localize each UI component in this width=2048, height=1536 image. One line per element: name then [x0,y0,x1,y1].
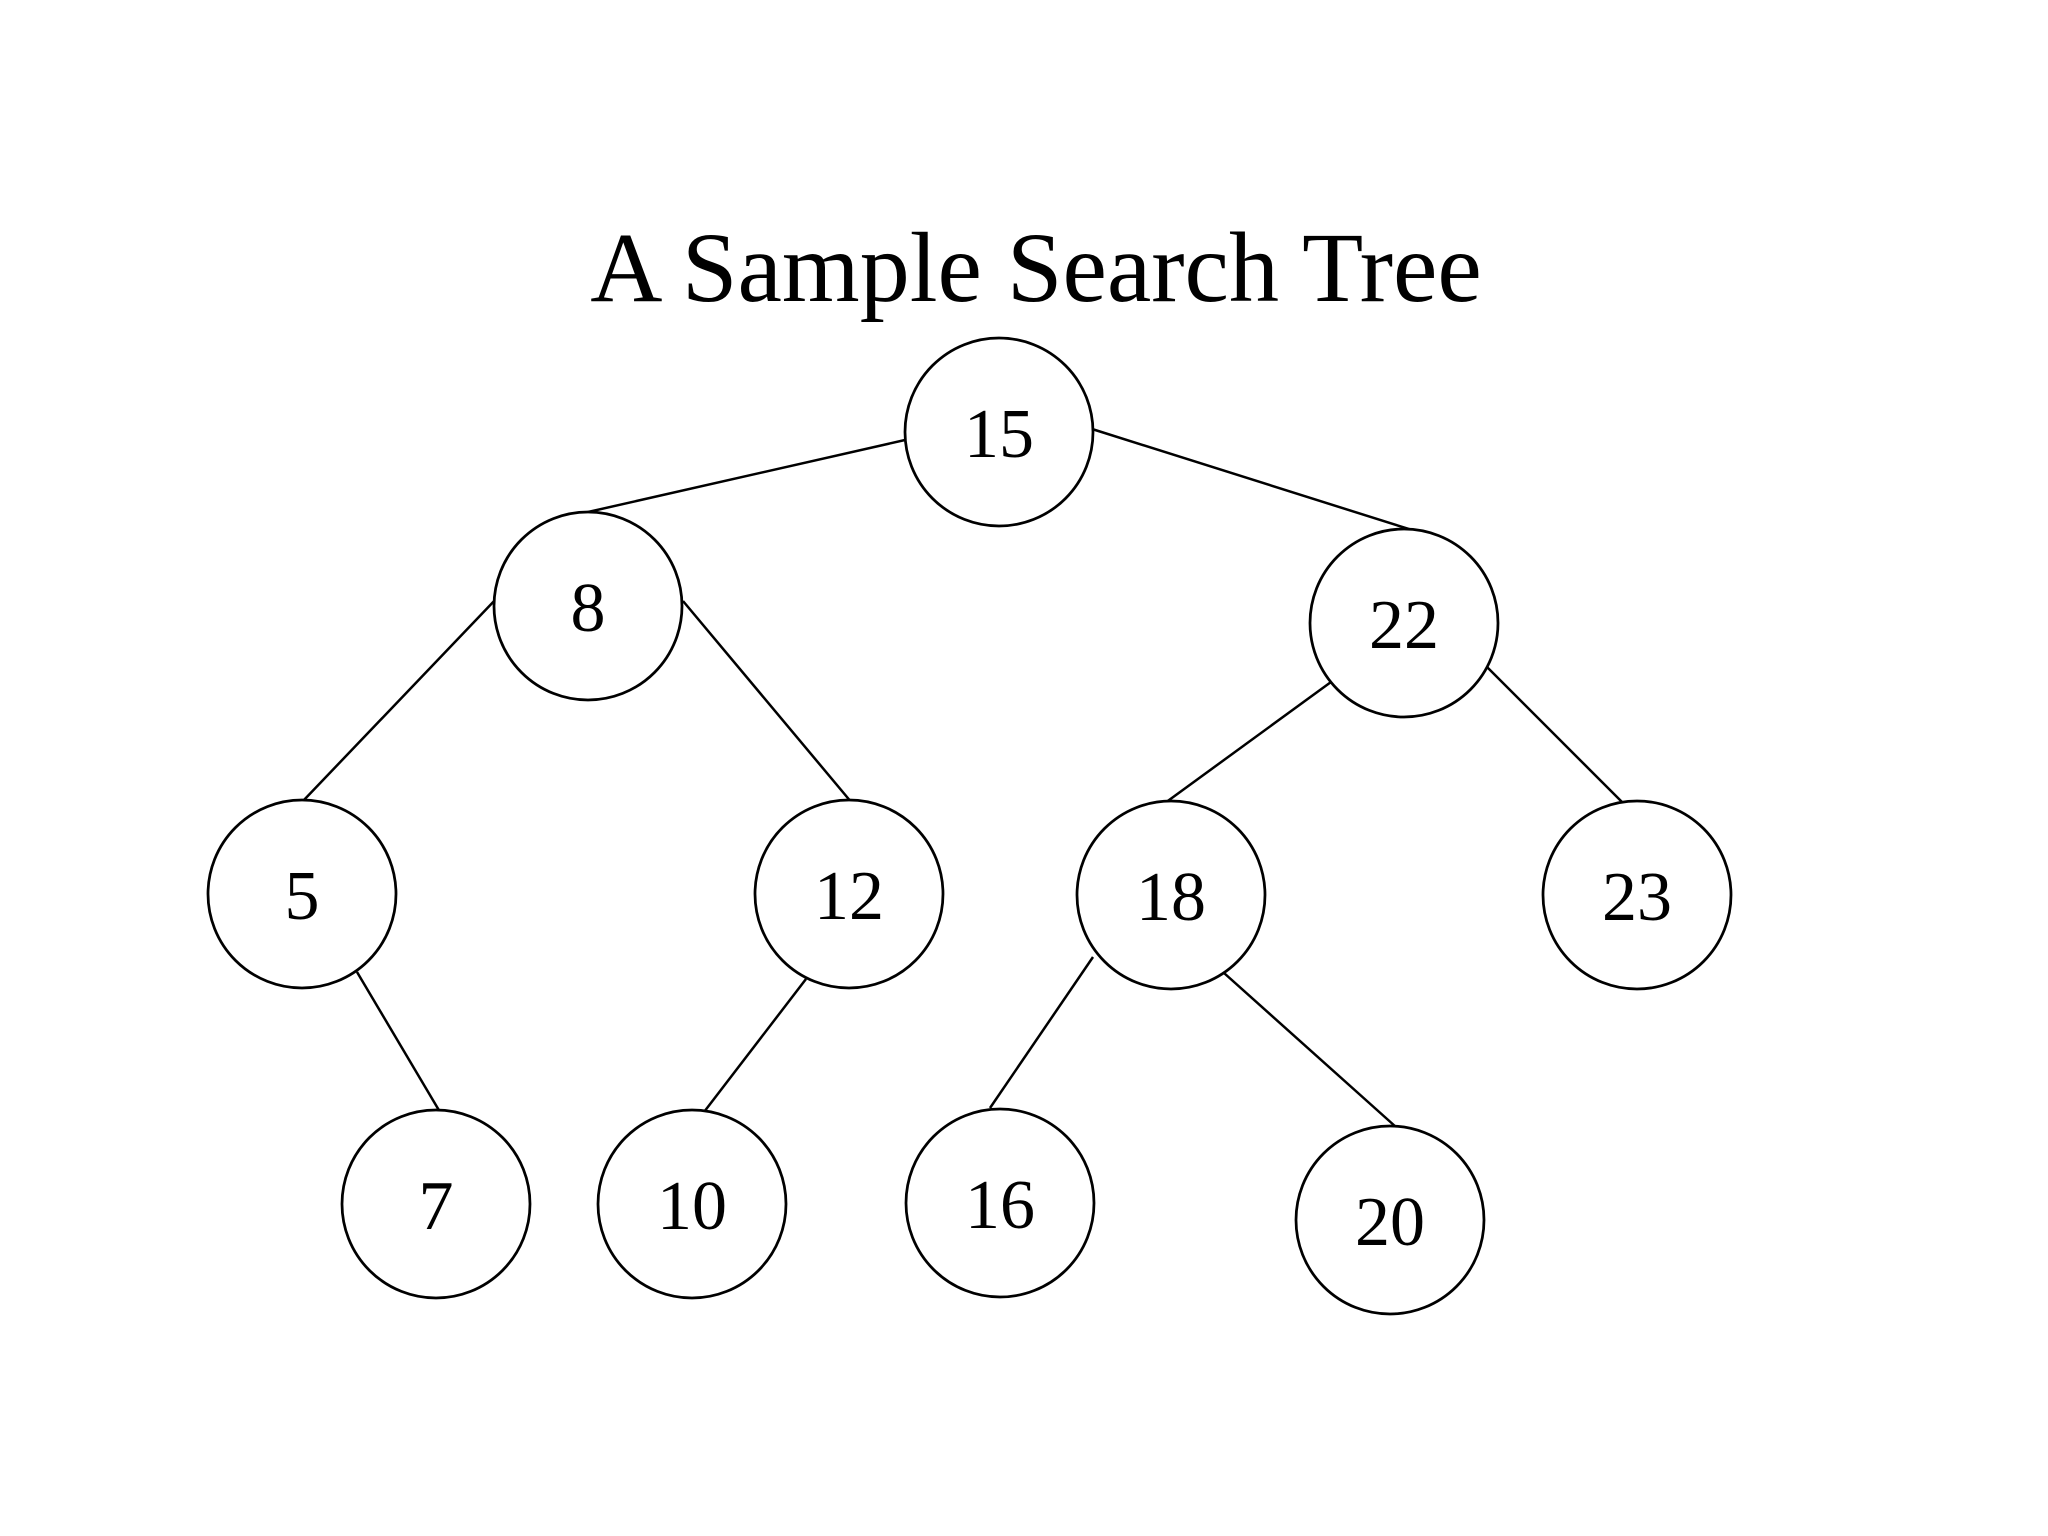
tree-node-10: 10 [596,1108,788,1300]
node-label-18: 18 [1136,859,1206,936]
tree-edges-layer [302,427,1623,1128]
tree-node-23: 23 [1541,799,1733,991]
tree-edge-8-5 [302,597,498,802]
tree-nodes-layer: 15 8 22 5 12 18 23 7 10 16 20 [206,336,1733,1316]
node-circle-16 [904,1107,1096,1299]
tree-edge-15-22 [1091,427,1413,532]
tree-node-18: 18 [1075,799,1267,991]
node-label-22: 22 [1369,587,1439,664]
tree-edge-22-18 [1164,680,1332,805]
tree-edge-12-10 [703,978,807,1113]
node-circle-12 [753,798,945,990]
node-label-16: 16 [965,1167,1035,1244]
tree-node-5: 5 [206,798,398,990]
node-circle-20 [1294,1124,1486,1316]
node-label-23: 23 [1602,859,1672,936]
tree-node-20: 20 [1294,1124,1486,1316]
node-circle-22 [1308,527,1500,719]
tree-edge-8-12 [682,600,853,804]
tree-edge-18-20 [1223,972,1397,1128]
node-label-20: 20 [1355,1184,1425,1261]
node-label-15: 15 [964,396,1034,473]
node-label-10: 10 [657,1168,727,1245]
tree-edge-5-7 [355,971,442,1113]
node-circle-23 [1541,799,1733,991]
node-label-5: 5 [285,858,320,935]
tree-node-16: 16 [904,1107,1096,1299]
node-circle-18 [1075,799,1267,991]
tree-edge-18-16 [988,956,1095,1109]
page-title: A Sample Search Tree [590,212,1482,323]
node-circle-10 [596,1108,788,1300]
node-circle-8 [492,510,684,702]
tree-node-7: 7 [340,1108,532,1300]
tree-node-12: 12 [753,798,945,990]
tree-node-22: 22 [1308,527,1500,719]
node-circle-7 [340,1108,532,1300]
node-circle-15 [903,336,1095,528]
node-label-8: 8 [571,570,606,647]
tree-edge-22-23 [1485,665,1623,803]
tree-node-15: 15 [903,336,1095,528]
node-label-7: 7 [419,1168,454,1245]
tree-edge-15-8 [587,438,906,514]
node-circle-5 [206,798,398,990]
node-label-12: 12 [814,858,884,935]
tree-node-8: 8 [492,510,684,702]
